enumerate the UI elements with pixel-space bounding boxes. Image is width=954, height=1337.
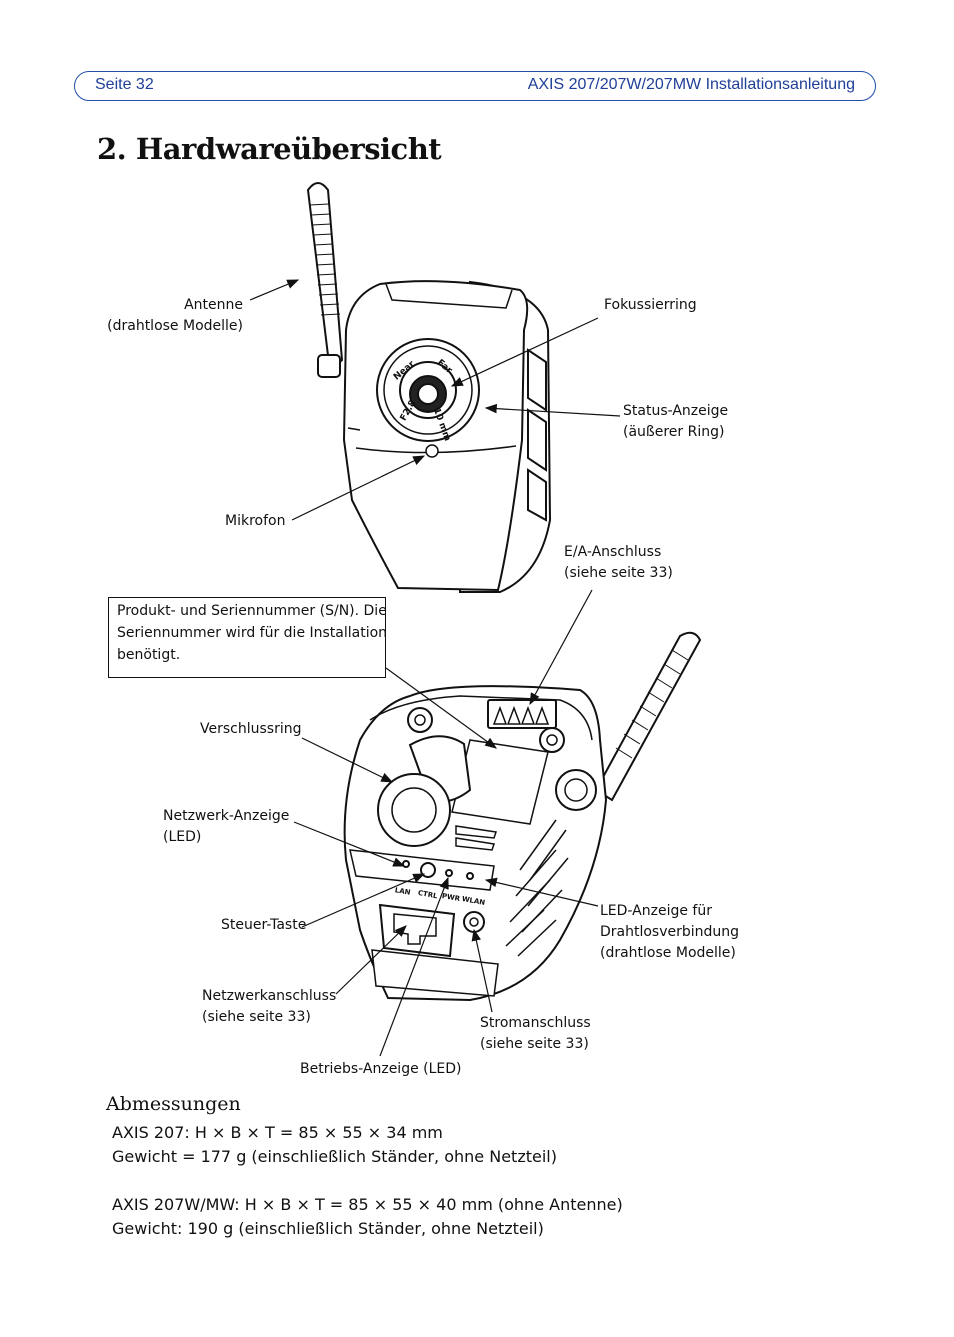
label-netzwerk-anzeige: Netzwerk-Anzeige (LED)	[163, 808, 290, 845]
callout-arrows	[249, 279, 621, 1057]
label-mikrofon: Mikrofon	[225, 513, 286, 529]
dimensions-heading: Abmessungen	[106, 1093, 241, 1115]
port-mark-wlan: WLAN	[461, 895, 486, 907]
label-ea-anschluss: E/A-Anschluss (siehe seite 33)	[564, 544, 673, 581]
section-title: 2. Hardwareübersicht	[97, 132, 442, 166]
camera-rear-illustration	[343, 631, 702, 1002]
label-netzwerkanschluss: Netzwerkanschluss (siehe seite 33)	[202, 988, 337, 1025]
document-title: AXIS 207/207W/207MW Installationsanleitu…	[527, 76, 855, 93]
port-mark-ctrl: CTRL	[417, 889, 438, 900]
dimensions-line-1: AXIS 207: H × B × T = 85 × 55 × 34 mm	[112, 1123, 443, 1142]
dimensions-line-3: AXIS 207W/MW: H × B × T = 85 × 55 × 40 m…	[112, 1195, 623, 1214]
label-fokussierring: Fokussierring	[604, 297, 697, 313]
label-stromanschluss: Stromanschluss (siehe seite 33)	[480, 1015, 591, 1052]
serial-number-note: Produkt- und Seriennummer (S/N). Die Ser…	[108, 597, 387, 678]
microphone-hole	[425, 444, 439, 458]
label-verschlussring: Verschlussring	[200, 721, 302, 737]
port-mark-pwr: PWR	[441, 892, 461, 903]
label-antenne: Antenne (drahtlose Modelle)	[107, 297, 243, 334]
dimensions-line-4: Gewicht: 190 g (einschließlich Ständer, …	[112, 1219, 544, 1238]
dimensions-line-2: Gewicht = 177 g (einschließlich Ständer,…	[112, 1147, 557, 1166]
label-betriebs-anzeige: Betriebs-Anzeige (LED)	[300, 1061, 462, 1077]
antenna	[306, 182, 344, 375]
camera-front-illustration	[306, 182, 552, 593]
port-mark-lan: LAN	[394, 886, 411, 897]
label-led-drahtlos: LED-Anzeige für Drahtlosverbindung (drah…	[600, 903, 740, 961]
page-header: Seite 32 AXIS 207/207W/207MW Installatio…	[74, 71, 876, 101]
label-status-anzeige: Status-Anzeige (äußerer Ring)	[623, 403, 729, 440]
page-number: Seite 32	[95, 76, 154, 93]
label-steuer-taste: Steuer-Taste	[221, 917, 307, 933]
